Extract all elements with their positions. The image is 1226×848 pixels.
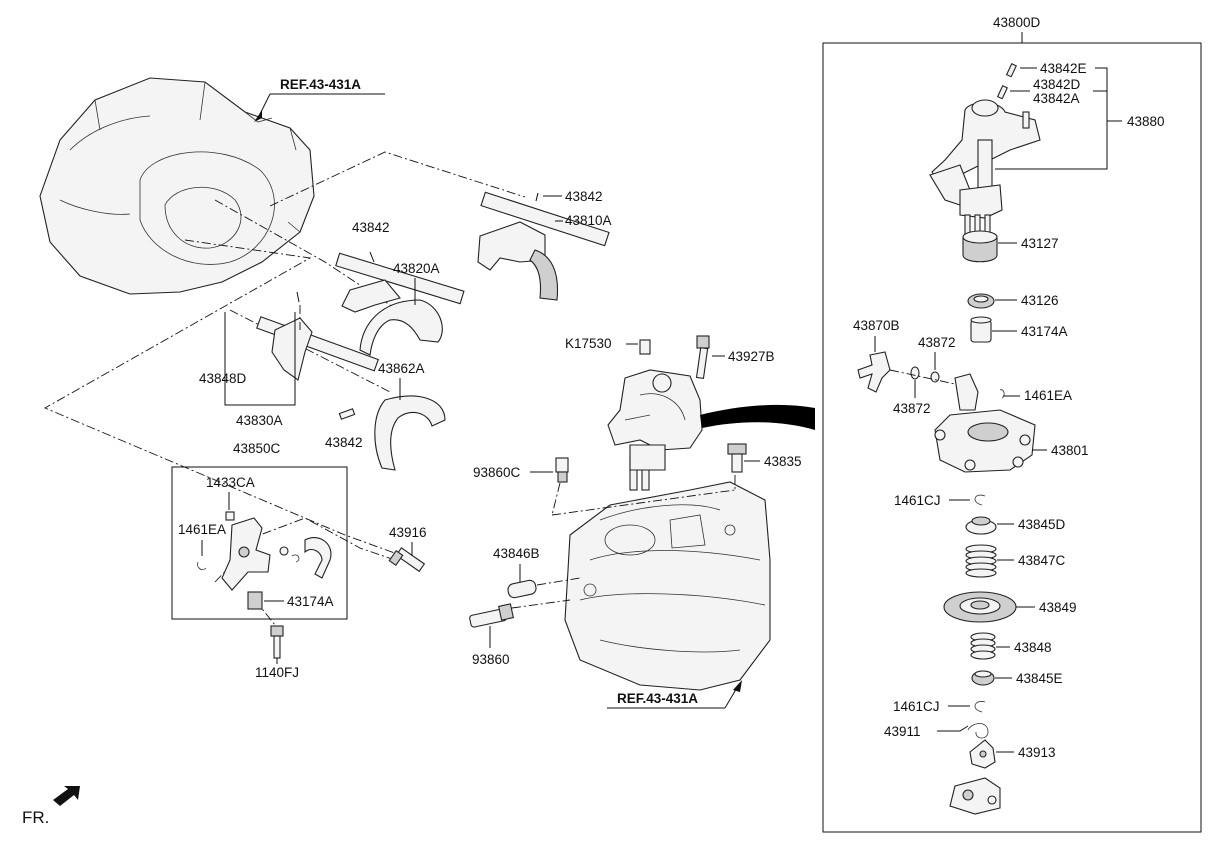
ref-case-top: REF.43-431A <box>254 77 385 122</box>
clip-1461ea-right <box>999 389 1005 399</box>
label-93860c: 93860C <box>473 465 521 480</box>
bracket-bottom <box>949 777 1001 815</box>
shift-rail-43830a <box>256 291 380 381</box>
label-43842-b: 43842 <box>352 220 390 235</box>
switch-93860c <box>555 457 569 483</box>
label-43842-c: 43842 <box>325 435 363 450</box>
washer-43872-a <box>910 366 920 380</box>
shift-fork-43862a <box>338 395 446 471</box>
label-43842a: 43842A <box>1033 91 1080 106</box>
label-43174a-right: 43174A <box>1021 324 1068 339</box>
label-43927b: 43927B <box>728 349 775 364</box>
label-43126: 43126 <box>1021 293 1059 308</box>
lever-43913 <box>969 739 996 769</box>
shift-lever-43880 <box>929 62 1041 243</box>
shift-fork-43820a <box>335 251 465 356</box>
switch-93860 <box>469 603 514 628</box>
bolt-43927b <box>695 335 710 380</box>
label-43872-a: 43872 <box>918 335 956 350</box>
spring-43911 <box>967 723 989 739</box>
ref-label-bottom: REF.43-431A <box>617 691 698 706</box>
label-43848: 43848 <box>1014 640 1052 655</box>
label-43845e: 43845E <box>1016 671 1063 686</box>
label-1461cj-b: 1461CJ <box>893 699 940 714</box>
label-43913: 43913 <box>1018 745 1056 760</box>
clip-1461cj-b <box>974 701 986 713</box>
spring-43847c <box>965 544 997 578</box>
spring-43848 <box>970 632 996 660</box>
box-43850c <box>171 466 348 620</box>
bolt-43835 <box>727 443 747 473</box>
label-1140fj: 1140FJ <box>255 665 299 680</box>
ref-case-bottom: REF.43-431A <box>607 680 742 709</box>
assembly-box-43800d <box>822 42 1202 833</box>
label-43880: 43880 <box>1127 114 1165 129</box>
label-43850c: 43850C <box>233 441 281 456</box>
label-1461ea-left: 1461EA <box>178 522 226 537</box>
plug-k17530 <box>639 339 651 355</box>
label-43916: 43916 <box>389 525 427 540</box>
bracket-43870b <box>857 351 891 393</box>
label-43830a: 43830A <box>236 413 283 428</box>
link-arrow-to-assembly <box>700 404 815 430</box>
seat-43845e <box>971 670 995 686</box>
label-1461cj-a: 1461CJ <box>894 493 941 508</box>
ref-label-top: REF.43-431A <box>280 77 361 92</box>
shift-fork-43810a <box>477 191 610 301</box>
label-43842d: 43842D <box>1033 77 1081 92</box>
label-43820a: 43820A <box>393 261 440 276</box>
label-1433ca: 1433CA <box>206 475 255 490</box>
bolt-1140fj <box>270 625 284 659</box>
label-43174a-left: 43174A <box>287 594 334 609</box>
plate-43849 <box>943 591 1017 623</box>
clip-1461cj-a <box>974 494 986 506</box>
shift-control-center <box>607 369 815 491</box>
label-43870b: 43870B <box>853 318 900 333</box>
label-93860: 93860 <box>472 652 510 667</box>
housing-43801 <box>934 373 1036 473</box>
label-43849: 43849 <box>1039 600 1077 615</box>
bushing-43174a <box>970 316 992 343</box>
label-43801: 43801 <box>1051 443 1089 458</box>
label-43848d: 43848D <box>199 371 247 386</box>
washer-43872-b <box>930 371 940 383</box>
label-43911: 43911 <box>884 724 921 739</box>
front-arrow-icon <box>53 786 80 806</box>
label-43872-b: 43872 <box>893 401 931 416</box>
transmission-case-center <box>564 481 771 691</box>
label-43810a: 43810A <box>565 213 612 228</box>
label-43800d: 43800D <box>993 15 1041 30</box>
label-k17530: K17530 <box>565 336 612 351</box>
front-marker: FR. <box>22 808 49 827</box>
label-43842e: 43842E <box>1040 61 1087 76</box>
cap-43127 <box>962 230 998 263</box>
interlock-assembly-43850c <box>197 511 332 610</box>
label-43846b: 43846B <box>493 546 540 561</box>
label-43862a: 43862A <box>378 361 425 376</box>
assembly-lines-left <box>43 151 526 626</box>
label-43842-a: 43842 <box>565 189 603 204</box>
transmission-case-left <box>39 77 315 295</box>
bolt-43916 <box>388 547 426 573</box>
seal-43126 <box>967 293 995 309</box>
plug-43846b <box>507 579 537 599</box>
seat-43845d <box>965 516 997 535</box>
label-43847c: 43847C <box>1018 553 1066 568</box>
label-1461ea-right: 1461EA <box>1024 388 1072 403</box>
label-43845d: 43845D <box>1018 517 1066 532</box>
label-43127: 43127 <box>1021 236 1059 251</box>
label-43835: 43835 <box>764 454 802 469</box>
